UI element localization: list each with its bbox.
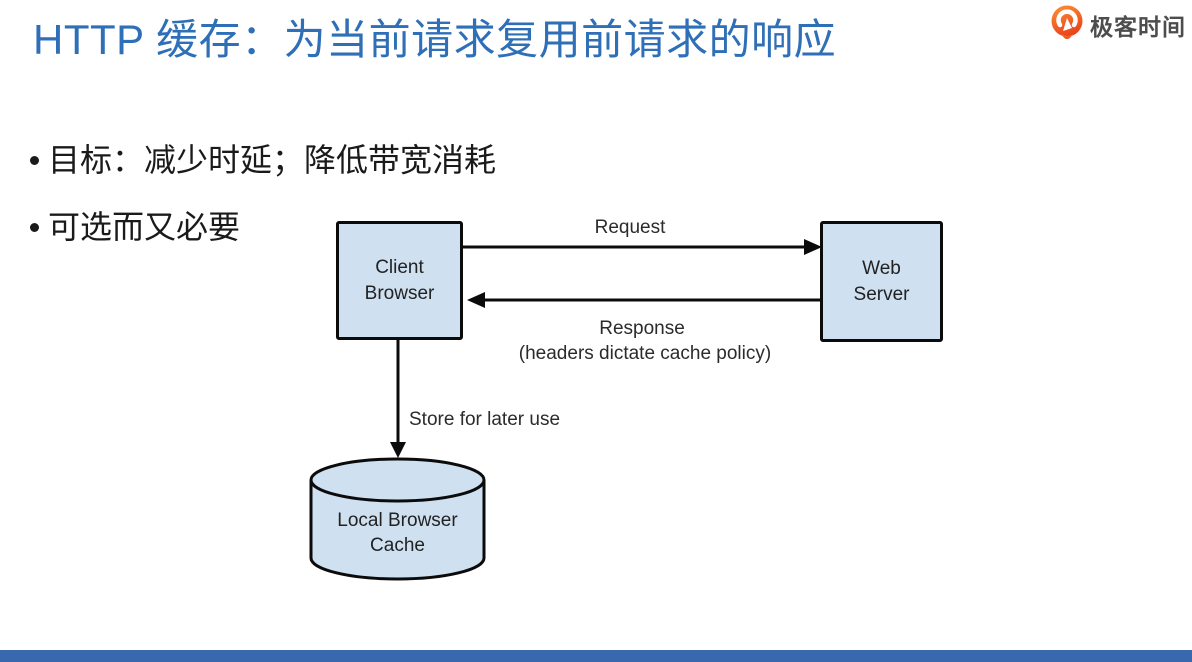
response-label: Response	[599, 318, 685, 339]
brand-name: 极客时间	[1090, 14, 1186, 40]
local-browser-cache-node: Local Browser Cache	[311, 508, 484, 558]
node-label: Web	[862, 257, 901, 279]
node-label: Server	[853, 283, 910, 305]
node-label: Browser	[364, 282, 435, 304]
request-arrow	[463, 239, 822, 255]
bullet-dot-icon	[30, 223, 39, 232]
geektime-logo-icon	[1049, 4, 1085, 46]
store-arrow	[390, 340, 406, 458]
node-label: Client	[375, 256, 424, 278]
bullet-item: 目标：减少时延；降低带宽消耗	[30, 141, 496, 179]
client-browser-node: Client Browser	[336, 221, 463, 340]
footer-accent-bar	[0, 650, 1192, 662]
bullet-item: 可选而又必要	[30, 208, 240, 246]
bullet-dot-icon	[30, 156, 39, 165]
cache-cylinder	[309, 457, 486, 581]
response-sublabel: (headers dictate cache policy)	[518, 343, 772, 364]
node-label: Local Browser	[337, 510, 458, 531]
web-server-node: Web Server	[820, 221, 943, 342]
bullet-text: 可选而又必要	[48, 209, 241, 245]
node-label: Cache	[370, 535, 425, 556]
page-title: HTTP 缓存：为当前请求复用前请求的响应	[33, 16, 837, 63]
brand-logo: 极客时间	[1049, 4, 1186, 46]
http-cache-diagram	[309, 239, 822, 581]
store-label: Store for later use	[409, 409, 561, 430]
request-label: Request	[594, 217, 666, 238]
bullet-text: 目标：减少时延；降低带宽消耗	[48, 142, 497, 178]
response-arrow	[467, 292, 820, 308]
